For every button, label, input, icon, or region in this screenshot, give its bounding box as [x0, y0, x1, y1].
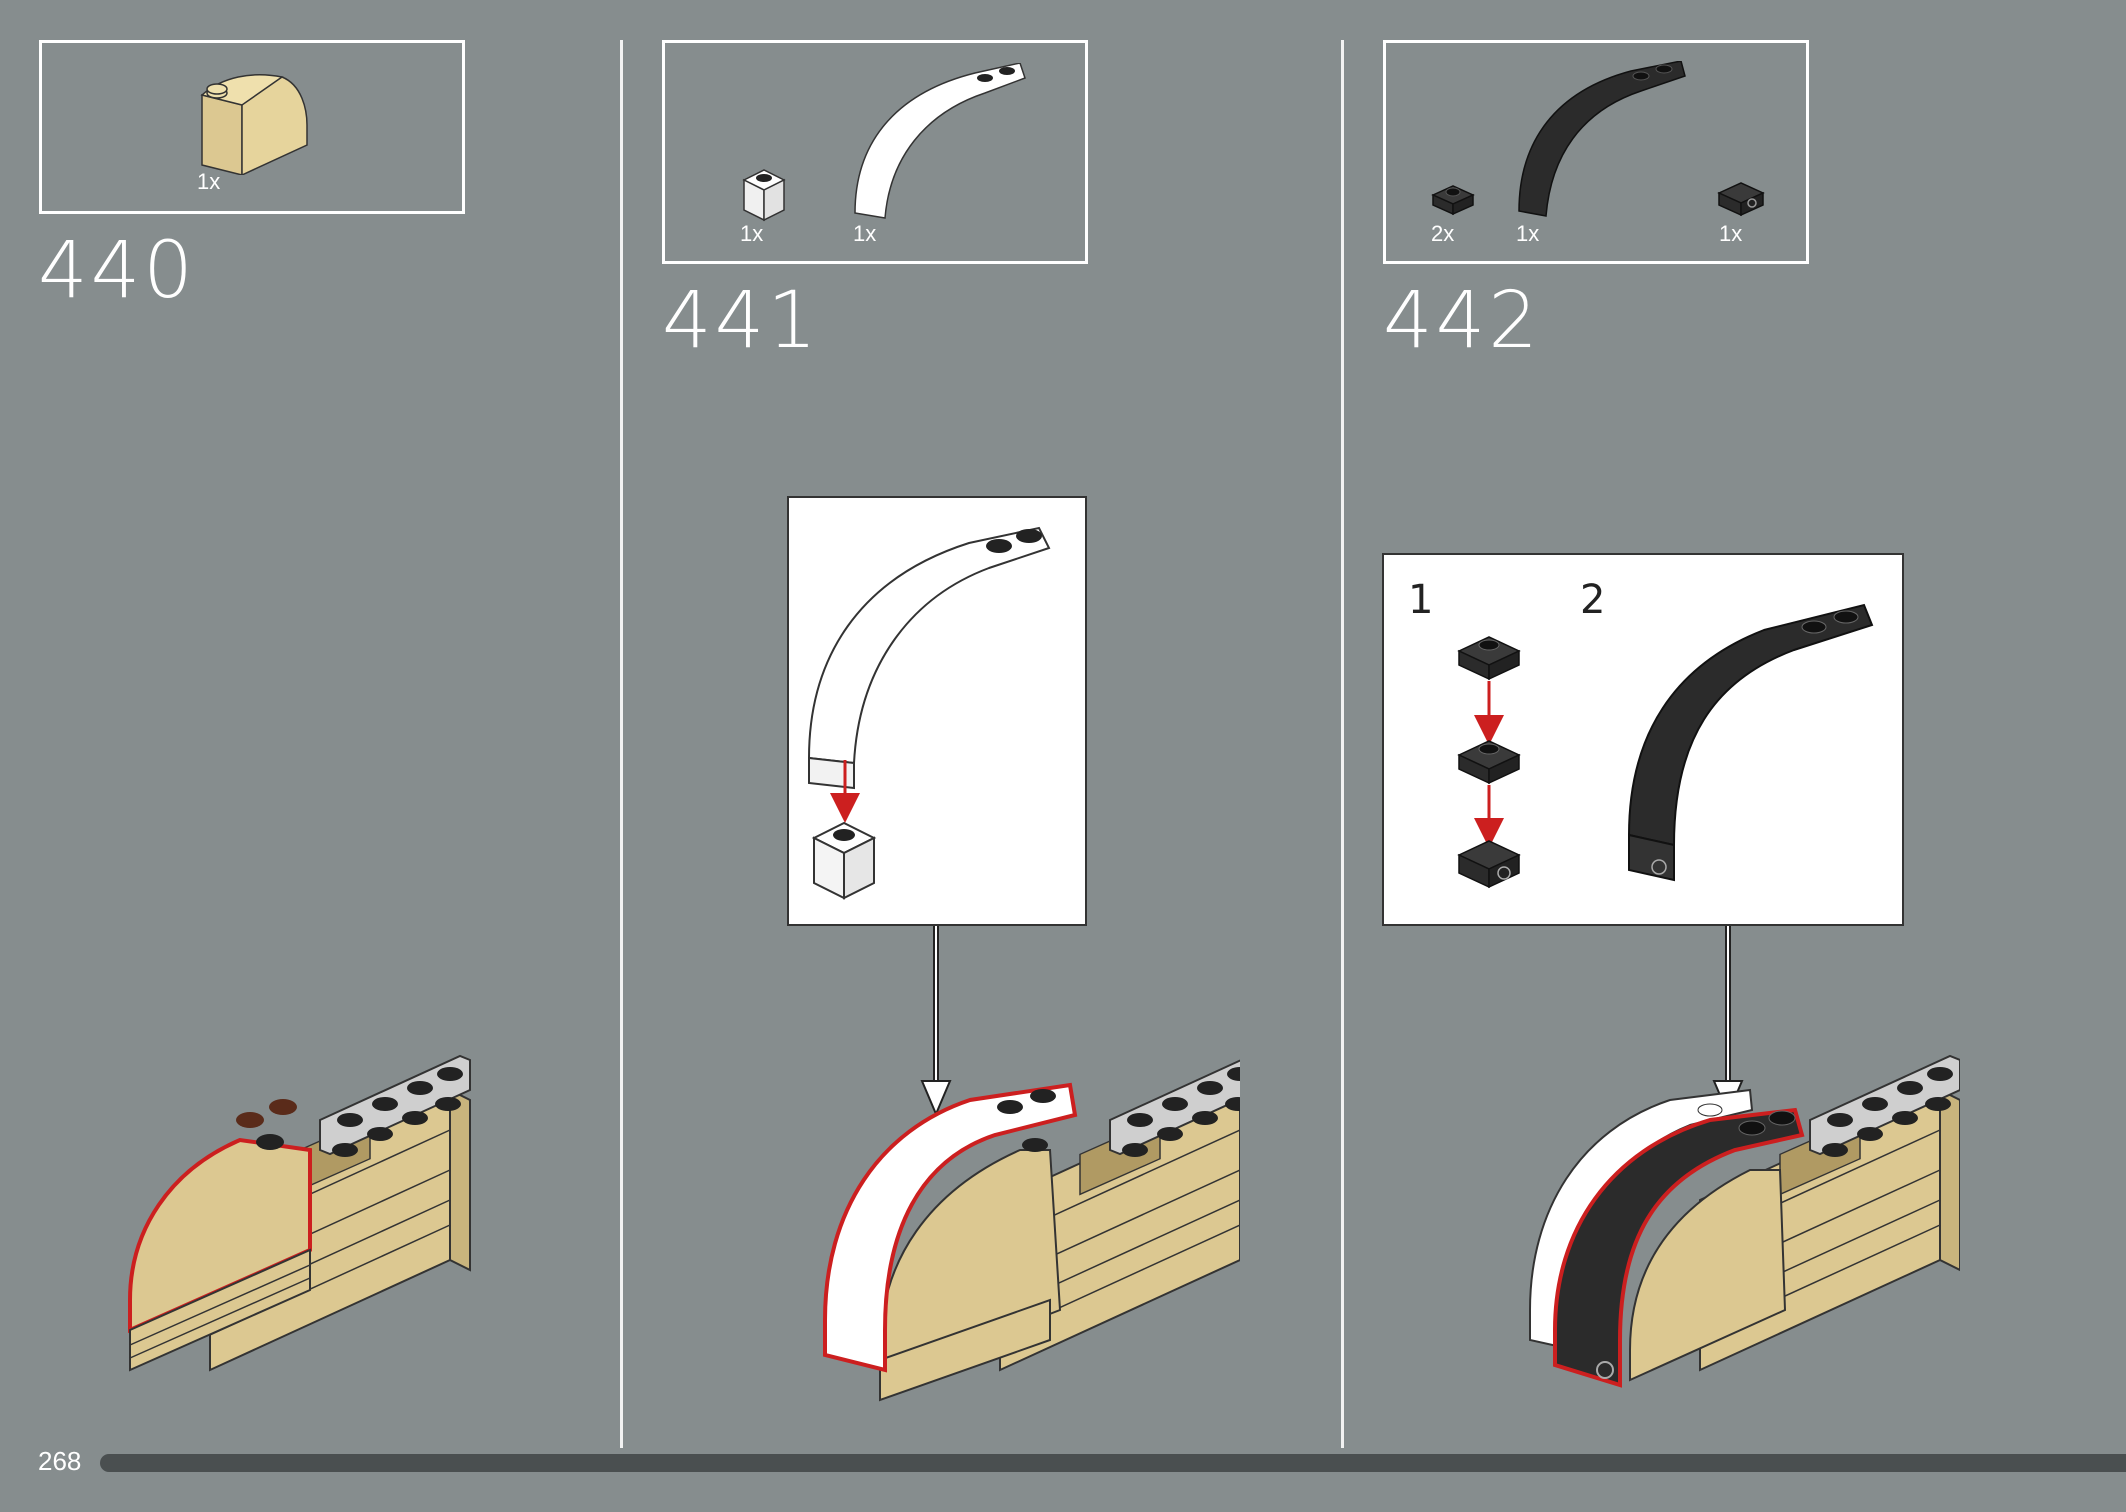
tan-quarter-round-brick-icon: [200, 74, 308, 175]
step-441-callout: [787, 496, 1087, 926]
part-quantity: 1x: [740, 221, 764, 246]
step-441-assembly: [823, 1055, 1240, 1402]
page-number: 268: [38, 1446, 82, 1476]
step-number-441: 441: [662, 276, 820, 366]
callout-pointer-arrow: [920, 926, 952, 1116]
part-quantity: 2x: [1431, 221, 1455, 246]
white-1x1-brick-icon: [742, 169, 786, 222]
part-quantity: 1x: [197, 169, 221, 194]
step-442-callout: 1 2: [1382, 553, 1904, 926]
parts-box-step-442: 2x 1x 1x: [1383, 40, 1809, 264]
white-curved-arch-icon: [854, 63, 1026, 219]
parts-box-step-440: 1x: [39, 40, 465, 214]
black-bracket-plate-icon: [1717, 182, 1765, 217]
step-number-442: 442: [1383, 276, 1541, 366]
step-440-assembly: [128, 1055, 471, 1372]
part-quantity: 1x: [1719, 221, 1743, 246]
page-progress-bar: [100, 1454, 2126, 1472]
callout-white-arch-assembly: [807, 526, 1051, 900]
black-1x1-plate-icon: [1431, 185, 1475, 216]
column-divider-2: [1341, 40, 1344, 1448]
step-442-assembly: [1529, 1055, 1960, 1388]
parts-box-step-441: 1x 1x: [662, 40, 1088, 264]
callout-black-arch-assembly: [1457, 603, 1874, 889]
black-curved-arch-icon: [1518, 61, 1686, 217]
column-divider-1: [620, 40, 623, 1448]
substep-number-1: 1: [1408, 577, 1434, 623]
part-quantity: 1x: [853, 221, 877, 246]
part-quantity: 1x: [1516, 221, 1540, 246]
substep-number-2: 2: [1580, 577, 1606, 623]
step-number-440: 440: [38, 226, 196, 316]
